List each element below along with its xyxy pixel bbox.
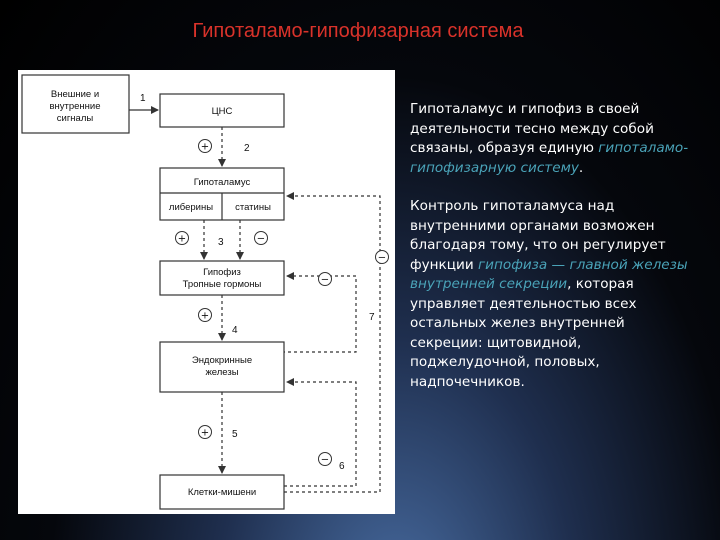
node-endocrine-line-2: железы (205, 367, 238, 378)
paragraph-1: Гипоталамус и гипофиз в своей деятельнос… (410, 100, 690, 178)
sign-minus-pituitary: − (318, 272, 332, 286)
label-num-2: 2 (244, 143, 250, 154)
feedback-7-outer (284, 192, 381, 493)
slide-title: Гипоталамо-гипофизарная система (192, 20, 524, 42)
link-hypothalamic-pituitary-system[interactable]: гипоталамо-гипофизарную систему (410, 140, 689, 176)
sign-plus-2-text: + (201, 142, 209, 153)
label-num-3: 3 (218, 237, 224, 248)
node-pituitary: Гипофиз Тропные гормоны (159, 260, 285, 296)
node-hypothalamus: Гипоталамус либерины статины (159, 167, 285, 221)
feedback-endocrine-inner (282, 272, 357, 353)
sign-minus-endocrine: − (318, 452, 332, 466)
link-pituitary-main-gland[interactable]: гипофиза — главной железы внутренней сек… (410, 256, 688, 293)
paragraph-2: Контроль гипоталамуса над внутренними ор… (410, 197, 690, 392)
sign-plus-5: + (198, 425, 212, 439)
node-endocrine-line-1: Эндокринные (192, 355, 252, 366)
node-targets-label: Клетки-мишени (188, 487, 256, 498)
sign-minus-hypothalamus: − (375, 250, 389, 264)
label-num-5: 5 (232, 429, 238, 440)
feedback-6 (284, 378, 357, 487)
sign-minus-hypothalamus-text: − (378, 253, 386, 264)
sign-plus-4: + (198, 308, 212, 322)
paragraph-2-text-start: Контроль гипоталамуса над внутренними ор… (410, 198, 666, 273)
sign-plus-5-text: + (201, 428, 209, 439)
label-num-4: 4 (232, 325, 238, 336)
node-cns-label: ЦНС (212, 106, 233, 117)
node-pituitary-line-2: Тропные гормоны (183, 279, 262, 290)
node-hypothalamus-label: Гипоталамус (194, 177, 251, 188)
paragraph-1-text: Гипоталамус и гипофиз в своей деятельнос… (410, 101, 654, 156)
node-liberins-label: либерины (169, 202, 213, 213)
node-external-line-2: внутренние (49, 101, 100, 112)
sign-minus-3: − (254, 231, 268, 245)
sign-plus-3: + (175, 231, 189, 245)
label-num-1: 1 (140, 93, 146, 104)
node-target-cells: Клетки-мишени (159, 474, 285, 510)
node-external-signals: Внешние и внутренние сигналы (21, 74, 130, 134)
node-cns: ЦНС (159, 93, 285, 128)
node-endocrine-glands: Эндокринные железы (159, 341, 285, 393)
sign-plus-2: + (198, 139, 212, 153)
node-statins-label: статины (235, 202, 271, 213)
sign-plus-3-text: + (178, 234, 186, 245)
node-external-line-1: Внешние и (51, 89, 99, 100)
node-pituitary-line-1: Гипофиз (203, 267, 241, 278)
sign-plus-4-text: + (201, 311, 209, 322)
description-text: Гипоталамус и гипофиз в своей деятельнос… (410, 100, 690, 392)
paragraph-1-end: . (578, 159, 584, 176)
sign-minus-3-text: − (257, 234, 265, 245)
paragraph-2-text-end: , которая управляет деятельностью всех о… (410, 276, 637, 390)
label-num-7: 7 (369, 312, 375, 323)
hypothalamic-pituitary-diagram: Внешние и внутренние сигналы ЦНС Гипотал… (18, 70, 395, 514)
label-num-6: 6 (339, 461, 345, 472)
node-external-line-3: сигналы (57, 113, 94, 124)
sign-minus-pituitary-text: − (321, 275, 329, 286)
sign-minus-endocrine-text: − (321, 455, 329, 466)
diagram-svg: Внешние и внутренние сигналы ЦНС Гипотал… (21, 74, 389, 510)
